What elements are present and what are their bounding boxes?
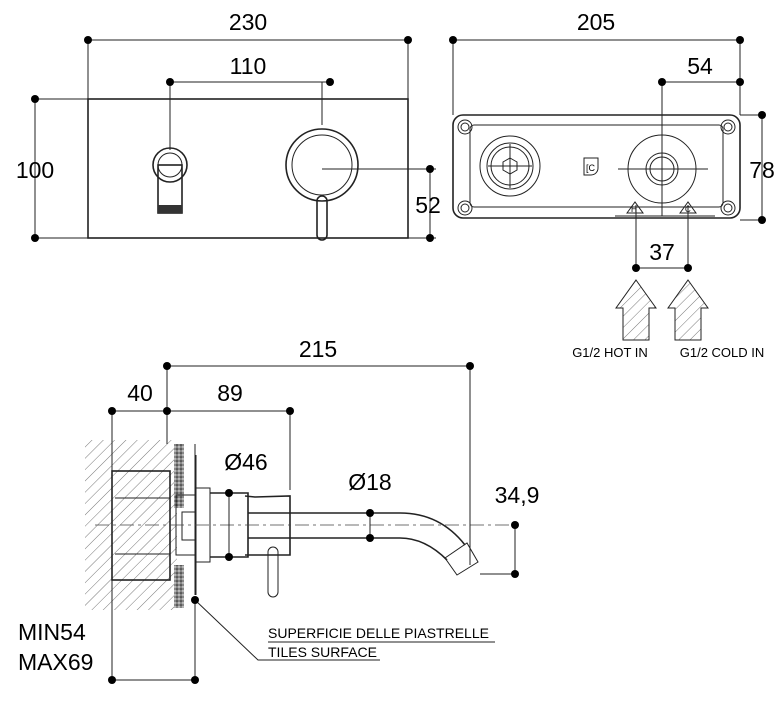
dim-width: 230 xyxy=(229,9,267,35)
brand-logo-icon: [C xyxy=(583,157,599,176)
dim-offset: 54 xyxy=(687,53,713,79)
cold-inlet-label: G1/2 COLD IN xyxy=(680,345,765,360)
back-view: [C H C 205 54 78 37 G1/2 HOT IN G1/2 COL… xyxy=(449,9,775,360)
dim-height: 100 xyxy=(16,157,54,183)
dim-wall-depth: 40 xyxy=(127,380,153,406)
dim-projection: 215 xyxy=(299,336,337,362)
dim-spout-diameter: Ø18 xyxy=(348,469,391,495)
tiles-label-english: TILES SURFACE xyxy=(268,644,377,660)
tile-layer xyxy=(174,444,184,508)
dim-inlet-spacing: 37 xyxy=(649,239,675,265)
dim-body-diameter: Ø46 xyxy=(224,449,267,475)
dimension-lines xyxy=(34,39,436,239)
dim-handle-height: 52 xyxy=(415,192,441,218)
tiles-label-italian: SUPERFICIE DELLE PIASTRELLE xyxy=(268,625,489,641)
dim-spout-drop: 34,9 xyxy=(495,482,540,508)
dim-box-height: 78 xyxy=(749,157,775,183)
hot-inlet-arrow-icon xyxy=(615,279,657,341)
box-outline xyxy=(452,114,741,219)
hot-inlet-label: G1/2 HOT IN xyxy=(572,345,648,360)
dim-box-width: 205 xyxy=(577,9,615,35)
dim-handle-projection: 89 xyxy=(217,380,243,406)
dim-spacing: 110 xyxy=(230,53,267,79)
front-view: 230 110 100 52 xyxy=(16,9,441,242)
dim-max-depth: MAX69 xyxy=(18,649,93,675)
mount-holes xyxy=(457,119,736,216)
svg-text:[C: [C xyxy=(586,163,596,173)
hot-mark: H xyxy=(631,205,637,214)
diverter-socket xyxy=(479,135,541,197)
valve-socket xyxy=(615,82,715,217)
side-view: 215 40 89 Ø46 Ø18 34,9 MIN54 MAX69 SUPER… xyxy=(18,336,539,684)
cold-inlet-arrow-icon xyxy=(667,279,709,341)
dim-min-depth: MIN54 xyxy=(18,619,86,645)
spout-front xyxy=(152,147,188,214)
handle-front xyxy=(285,128,359,241)
